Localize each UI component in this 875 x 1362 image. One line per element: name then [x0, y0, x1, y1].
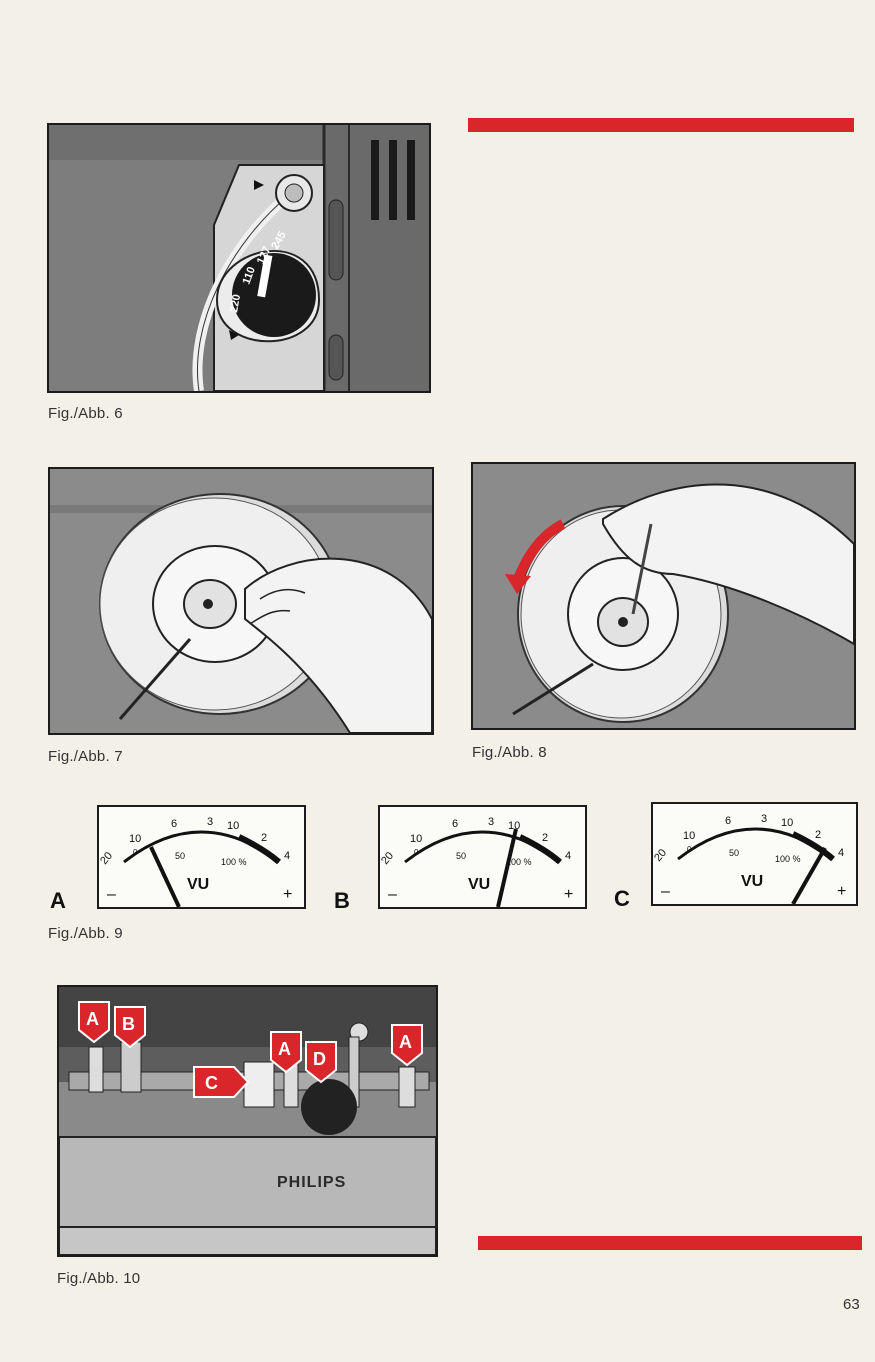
- vu-a-tick-4: 4: [284, 850, 290, 862]
- vu-c-needle: [791, 847, 827, 904]
- voltage-label-110: 110: [241, 265, 258, 286]
- vu-c-tick-4: 4: [838, 847, 844, 859]
- brand-logo: PHILIPS: [277, 1174, 346, 1191]
- vu-c-tick-2: 2: [815, 829, 821, 841]
- vu-meter-a-face: 20 10 6 3 10 2 4 0 50 100 % VU – +: [99, 816, 292, 907]
- figure-8-reel-winding: [471, 462, 856, 730]
- vu-b-tick-10: 10: [410, 833, 422, 845]
- vu-c-pct-100: 100 %: [775, 854, 801, 864]
- vu-b-pct-0: 0: [414, 848, 419, 857]
- fig10-illustration: PHILIPS A B C A D A: [59, 987, 436, 1255]
- vu-a-minus: –: [107, 886, 116, 903]
- vu-b-tick-2: 2: [542, 832, 548, 844]
- vu-c-tick-20: 20: [653, 847, 669, 864]
- fig7-illustration: [50, 469, 432, 733]
- vu-meter-c: 20 10 6 3 10 2 4 0 50 100 % VU – +: [651, 802, 858, 906]
- vu-a-tick-20: 20: [99, 850, 115, 867]
- vu-a-pct-50: 50: [175, 851, 185, 861]
- vu-c-tick-6: 6: [725, 815, 731, 827]
- svg-text:B: B: [122, 1014, 135, 1034]
- vu-a-tick-10: 10: [129, 833, 141, 845]
- vu-b-pct-50: 50: [456, 851, 466, 861]
- vu-c-plus: +: [837, 883, 846, 900]
- vu-b-unit: VU: [468, 876, 490, 893]
- vu-b-tick-10b: 10: [508, 820, 520, 832]
- vu-c-pct-0: 0: [687, 845, 692, 854]
- svg-text:A: A: [86, 1009, 99, 1029]
- vu-c-unit: VU: [741, 873, 763, 890]
- page-number: 63: [843, 1296, 860, 1313]
- caption-fig8: Fig./Abb. 8: [472, 744, 547, 761]
- svg-text:C: C: [205, 1073, 218, 1093]
- vu-c-minus: –: [661, 883, 670, 900]
- svg-text:A: A: [278, 1039, 291, 1059]
- meter-letter-a: A: [50, 888, 66, 913]
- vu-a-unit: VU: [187, 876, 209, 893]
- vu-c-pct-50: 50: [729, 848, 739, 858]
- vu-b-tick-6: 6: [452, 818, 458, 830]
- vu-a-plus: +: [283, 886, 292, 903]
- marker-d: D: [305, 1041, 337, 1084]
- vu-b-plus: +: [564, 886, 573, 903]
- vu-meter-b: 20 10 6 3 10 2 4 0 50 100 % VU – +: [378, 805, 587, 909]
- vu-a-tick-6: 6: [171, 818, 177, 830]
- vu-a-tick-2: 2: [261, 832, 267, 844]
- caption-fig6: Fig./Abb. 6: [48, 405, 123, 422]
- meter-letter-c: C: [614, 886, 630, 911]
- vu-meter-a: 20 10 6 3 10 2 4 0 50 100 % VU – +: [97, 805, 306, 909]
- marker-b: B: [114, 1006, 146, 1049]
- vu-a-tick-10b: 10: [227, 820, 239, 832]
- vu-b-minus: –: [388, 886, 397, 903]
- vu-a-pct-0: 0: [133, 848, 138, 857]
- figure-6-voltage-selector: 220 110 127 245: [47, 123, 431, 393]
- meter-letter-b: B: [334, 888, 350, 913]
- svg-text:D: D: [313, 1049, 326, 1069]
- caption-fig10: Fig./Abb. 10: [57, 1270, 141, 1287]
- marker-a-1: A: [78, 1001, 110, 1044]
- marker-a-2: A: [270, 1031, 302, 1074]
- caption-fig9: Fig./Abb. 9: [48, 925, 123, 942]
- top-red-rule: [468, 118, 854, 132]
- vu-meter-c-face: 20 10 6 3 10 2 4 0 50 100 % VU – +: [653, 813, 846, 904]
- vu-a-needle: [149, 846, 181, 907]
- vu-b-needle: [496, 828, 518, 907]
- marker-c: C: [193, 1066, 250, 1098]
- vu-c-tick-10b: 10: [781, 817, 793, 829]
- vu-b-tick-4: 4: [565, 850, 571, 862]
- figure-7-reel-threading: [48, 467, 434, 735]
- vu-c-tick-10: 10: [683, 830, 695, 842]
- svg-text:A: A: [399, 1032, 412, 1052]
- marker-a-3: A: [391, 1024, 423, 1067]
- figure-10-tape-deck: PHILIPS A B C A D A: [57, 985, 438, 1257]
- vu-meter-b-face: 20 10 6 3 10 2 4 0 50 100 % VU – +: [380, 816, 573, 907]
- vu-b-tick-20: 20: [380, 850, 396, 867]
- vu-a-pct-100: 100 %: [221, 857, 247, 867]
- caption-fig7: Fig./Abb. 7: [48, 748, 123, 765]
- vu-b-pct-100: 100 %: [506, 857, 532, 867]
- fig6-illustration: 220 110 127 245: [49, 125, 429, 391]
- voltage-label-220: 220: [228, 293, 243, 313]
- vu-a-tick-3: 3: [207, 816, 213, 828]
- vu-c-tick-3: 3: [761, 813, 767, 825]
- bottom-red-rule: [478, 1236, 862, 1250]
- fig8-illustration: [473, 464, 854, 728]
- vu-b-tick-3: 3: [488, 816, 494, 828]
